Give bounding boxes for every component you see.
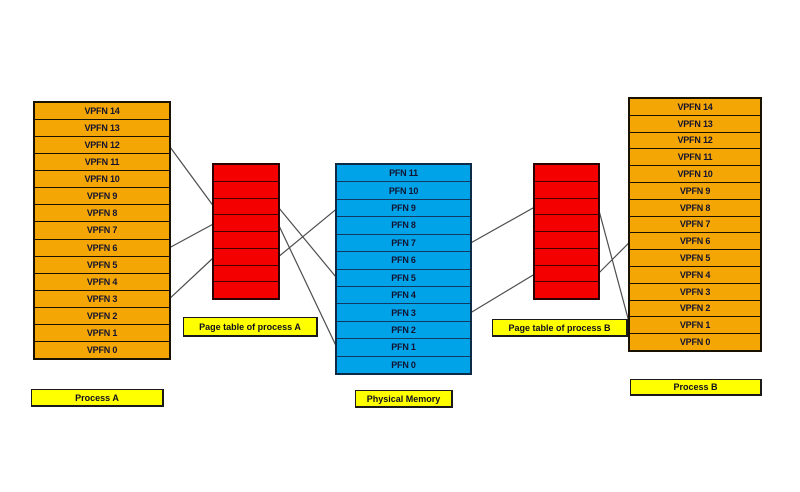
page-table-entry [535,266,598,283]
frame-row: VPFN 9 [35,188,169,206]
page-table-entry [214,199,278,216]
physical-memory-label: Physical Memory [355,390,453,408]
mapping-line [168,223,215,249]
frame-row: VPFN 1 [35,325,169,342]
frame-row: VPFN 0 [679,337,711,348]
frame-row: VPFN 14 [630,99,760,116]
frame-row: VPFN 1 [630,317,760,335]
frame-row: PFN 11 [337,165,470,183]
frame-row: VPFN 10 [630,166,760,183]
mapping-line [469,273,536,314]
mapping-line [168,256,215,300]
frame-row: VPFN 4 [630,267,760,284]
frame-row: PFN 4 [337,287,470,305]
frame-row: PFN 10 [337,182,470,200]
mapping-line [597,241,631,275]
page-table-entry [535,232,598,249]
page-table-entry [214,249,278,266]
frame-row: PFN 1 [337,339,470,357]
frame-row: VPFN 8 [35,205,169,223]
frame-row: VPFN 12 [35,137,169,155]
frame-row: VPFN 5 [630,250,760,267]
frame-row: PFN 7 [337,235,470,253]
frame-row: PFN 3 [337,304,470,322]
frame-row: VPFN 7 [35,222,169,240]
page-table-entry [535,165,598,182]
frame-row: PFN 8 [337,217,470,235]
process-a-label: Process A [31,389,164,407]
page-table-entry [214,215,278,232]
page-table-entry [535,199,598,216]
frame-row: VPFN 13 [630,116,760,133]
page-table-entry [535,249,598,266]
frame-row: VPFN 3 [630,284,760,301]
frame-row: VPFN 12 [630,133,760,150]
page-table-a [212,163,280,300]
frame-row: VPFN 11 [35,154,169,172]
frame-row: VPFN 7 [630,217,760,234]
page-table-entry [214,232,278,249]
frame-row: PFN 9 [337,200,470,218]
frame-row: VPFN 11 [630,149,760,167]
page-table-a-label: Page table of process A [183,317,318,337]
frame-row: VPFN 14 [35,103,169,121]
mapping-line [277,208,338,258]
frame-row: VPFN 6 [630,233,760,251]
frame-row: VPFN 0 [86,344,118,355]
page-table-b [533,163,600,300]
page-table-entry [214,266,278,283]
page-table-entry [214,182,278,199]
frame-row: VPFN 2 [630,301,760,318]
page-table-entry [535,282,598,298]
frame-row: PFN 5 [337,270,470,287]
page-table-entry [535,215,598,232]
frame-row: VPFN 2 [35,308,169,325]
frame-row: VPFN 4 [35,274,169,291]
frame-row: PFN 2 [337,322,470,340]
mapping-line [597,206,631,326]
frame-row: VPFN 13 [35,120,169,138]
mapping-line [469,206,536,244]
frame-row: VPFN 8 [630,200,760,217]
page-table-entry [535,182,598,199]
mapping-line [168,145,215,208]
frame-row: VPFN 5 [35,257,169,274]
page-table-entry [214,165,278,182]
frame-row: VPFN 10 [35,171,169,189]
frame-row: PFN 0 [391,359,416,370]
page-table-b-label: Page table of process B [492,319,628,337]
frame-row: PFN 6 [337,252,470,270]
frame-row: VPFN 6 [35,240,169,257]
page-table-entry [214,282,278,298]
frame-row: VPFN 3 [35,291,169,308]
frame-row: VPFN 9 [630,183,760,200]
mapping-line [277,206,338,279]
process-b-label: Process B [630,379,762,396]
